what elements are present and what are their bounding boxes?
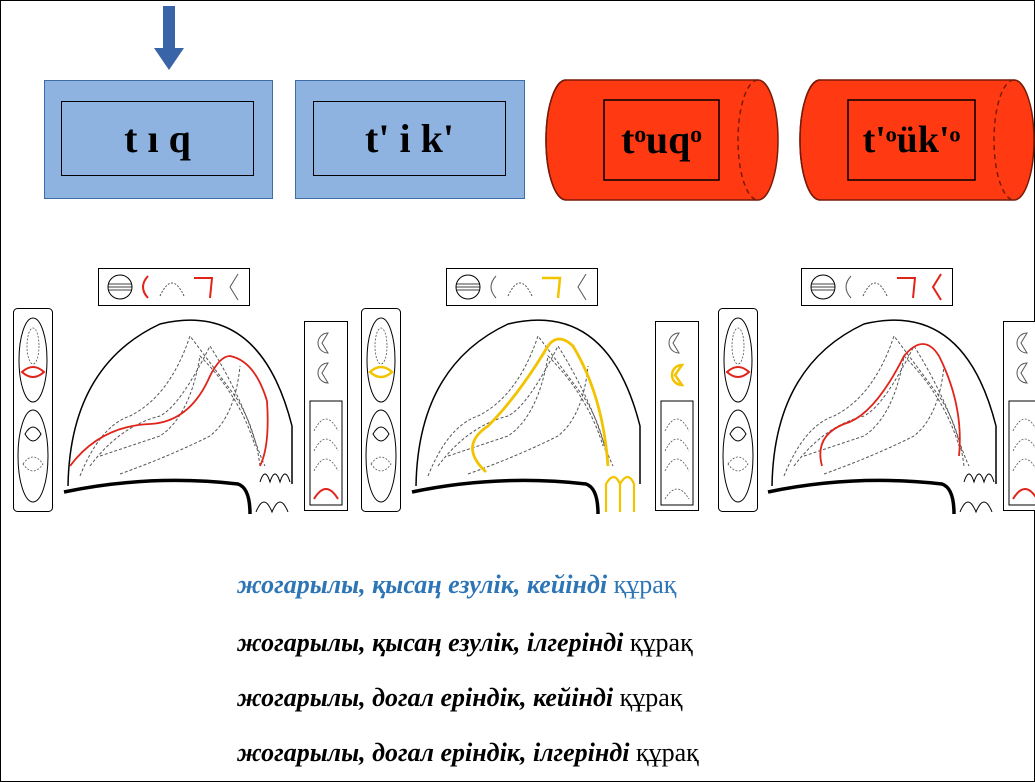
phrase-4-italic: жогарылы, догал еріндік, ілгерінді bbox=[237, 738, 630, 767]
tongue-panel-2 bbox=[655, 321, 699, 511]
phrase-line-2: жогарылы, қысаң езулік, ілгерінді құрақ bbox=[237, 630, 693, 656]
word-1-text: t ı q bbox=[124, 115, 191, 161]
phrase-2-italic: жогарылы, қысаң езулік, ілгерінді bbox=[237, 628, 624, 657]
word-3-text: tᵒuqᵒ bbox=[621, 117, 702, 162]
word-block-2-frame: t' i k' bbox=[313, 101, 506, 176]
lips-side-panel-3 bbox=[718, 308, 758, 512]
word-3-holder: tᵒuqᵒ bbox=[604, 100, 719, 180]
vocal-tract-diagram-3 bbox=[767, 319, 997, 515]
word-block-2: t' i k' bbox=[295, 80, 525, 199]
lip-shape-panel-1 bbox=[98, 268, 250, 306]
word-block-3-cylinder bbox=[545, 79, 779, 201]
word-block-1: t ı q bbox=[44, 80, 273, 199]
phrase-4-tail: құрақ bbox=[635, 738, 699, 767]
phrase-line-1: жогарылы, қысаң езулік, кейінді құрақ bbox=[237, 572, 676, 598]
phrase-1-tail: құрақ bbox=[613, 570, 677, 599]
word-block-4-cylinder bbox=[799, 79, 1035, 201]
lip-shape-panel-3 bbox=[801, 268, 953, 306]
vocal-tract-diagram-2 bbox=[411, 319, 641, 515]
phrase-line-4: жогарылы, догал еріндік, ілгерінді құрақ bbox=[237, 740, 699, 766]
phrase-2-tail: құрақ bbox=[629, 628, 693, 657]
word-4-holder: t'ᵒük'ᵒ bbox=[848, 100, 975, 180]
word-2-text: t' i k' bbox=[365, 115, 454, 161]
word-block-1-frame: t ı q bbox=[61, 101, 254, 176]
lips-side-panel-2 bbox=[361, 308, 401, 512]
lip-shape-panel-2 bbox=[446, 268, 598, 306]
lips-side-panel-1 bbox=[13, 308, 53, 512]
phrase-1-italic: жогарылы, қысаң езулік, кейінді bbox=[237, 570, 608, 599]
tongue-panel-1 bbox=[304, 321, 348, 511]
word-4-text: t'ᵒük'ᵒ bbox=[862, 119, 961, 161]
down-arrow-icon bbox=[154, 6, 184, 70]
phrase-line-3: жогарылы, догал еріндік, кейінді құрақ bbox=[237, 685, 682, 711]
phrase-3-italic: жогарылы, догал еріндік, кейінді bbox=[237, 683, 614, 712]
phrase-3-tail: құрақ bbox=[619, 683, 683, 712]
vocal-tract-diagram-1 bbox=[63, 319, 293, 515]
tongue-panel-3 bbox=[1003, 321, 1035, 511]
